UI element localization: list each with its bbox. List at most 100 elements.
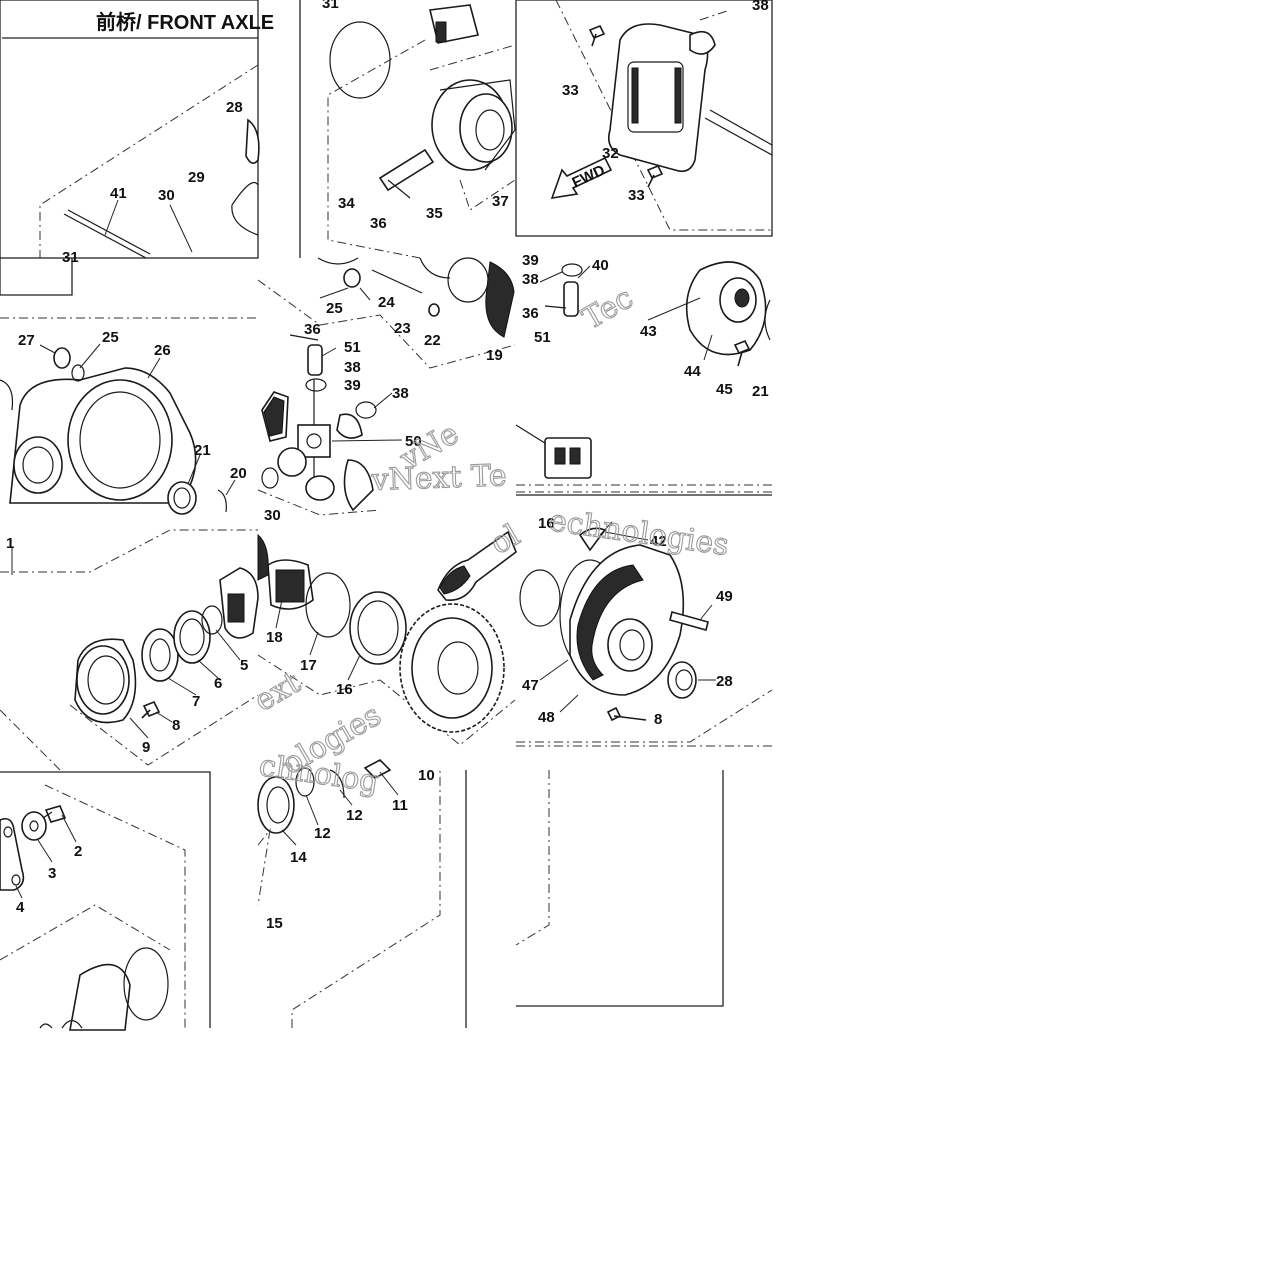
callout-16: 16 bbox=[336, 681, 353, 698]
diagram-title: 前桥/ FRONT AXLE bbox=[96, 10, 274, 34]
callout-36: 36 bbox=[370, 215, 387, 232]
fwd-arrow-icon: FWD bbox=[550, 156, 613, 200]
callout-45: 45 bbox=[716, 381, 733, 398]
callout-48: 48 bbox=[538, 709, 555, 726]
tile-top-right: FWD 38 33 32 33 bbox=[515, 0, 773, 237]
stud-49 bbox=[669, 611, 709, 631]
callout-16: 16 bbox=[538, 515, 555, 532]
watermark-text: vNext Te bbox=[370, 458, 507, 498]
circlip-20 bbox=[217, 489, 227, 513]
callout-4: 4 bbox=[16, 899, 25, 916]
seal-ring-28 bbox=[245, 118, 260, 164]
callout-10: 10 bbox=[418, 767, 435, 784]
callout-30: 30 bbox=[264, 507, 281, 524]
callout-35: 35 bbox=[426, 205, 443, 222]
callout-25: 25 bbox=[326, 300, 343, 317]
callout-25: 25 bbox=[102, 329, 119, 346]
callout-3: 3 bbox=[48, 865, 56, 882]
o-ring-31 bbox=[329, 21, 391, 99]
callout-28: 28 bbox=[226, 99, 243, 116]
side-gear bbox=[277, 447, 307, 477]
callout-1: 1 bbox=[6, 535, 14, 552]
callout-27: 27 bbox=[18, 332, 35, 349]
callout-17: 17 bbox=[300, 657, 317, 674]
tile-middle-right: 39 38 40 36 51 43 44 45 21 bbox=[515, 252, 772, 493]
clip-11 bbox=[363, 759, 392, 779]
callout-39: 39 bbox=[344, 377, 361, 394]
callout-28: 28 bbox=[716, 673, 733, 690]
callout-26: 26 bbox=[154, 342, 171, 359]
callout-38: 38 bbox=[392, 385, 409, 402]
pin-51 bbox=[307, 344, 323, 376]
callout-43: 43 bbox=[640, 323, 657, 340]
spider-block-50 bbox=[297, 424, 331, 458]
callout-42: 42 bbox=[650, 533, 667, 550]
callout-50: 50 bbox=[405, 433, 422, 450]
callout-36: 36 bbox=[522, 305, 539, 322]
callout-20: 20 bbox=[230, 465, 247, 482]
callout-18: 18 bbox=[266, 629, 283, 646]
oil-seal-21 bbox=[167, 481, 197, 515]
bolt-45 bbox=[733, 339, 751, 367]
callout-47: 47 bbox=[522, 677, 539, 694]
callout-44: 44 bbox=[684, 363, 701, 380]
callout-33: 33 bbox=[562, 82, 579, 99]
callout-38: 38 bbox=[522, 271, 539, 288]
tile-ring-gear: 18 17 16 10 11 12 12 14 15 bbox=[257, 530, 517, 1028]
pin-34 bbox=[378, 148, 435, 192]
callout-12: 12 bbox=[314, 825, 331, 842]
callout-8: 8 bbox=[654, 711, 662, 728]
tile-bearings: 1 5 6 7 8 9 bbox=[0, 529, 259, 771]
callout-29: 29 bbox=[188, 169, 205, 186]
callout-31: 31 bbox=[62, 249, 79, 266]
gear-19 bbox=[485, 261, 515, 338]
housing-cover-32 bbox=[607, 23, 709, 173]
pin-51-right bbox=[563, 281, 579, 317]
tile-frame bbox=[0, 0, 259, 259]
side-gear-right bbox=[343, 459, 374, 512]
callout-21: 21 bbox=[752, 383, 769, 400]
callout-37: 37 bbox=[492, 193, 509, 210]
callout-39: 39 bbox=[522, 252, 539, 269]
bearing-7 bbox=[141, 628, 179, 682]
callout-32: 32 bbox=[602, 145, 619, 162]
circlip-5 bbox=[201, 605, 223, 635]
circlip-29 bbox=[231, 181, 259, 236]
callout-21: 21 bbox=[194, 442, 211, 459]
callout-7: 7 bbox=[192, 693, 200, 710]
callout-31: 31 bbox=[322, 0, 339, 12]
gasket-cover bbox=[69, 963, 131, 1031]
o-ring-17 bbox=[305, 572, 351, 638]
seal-28 bbox=[667, 661, 697, 699]
callout-8: 8 bbox=[172, 717, 180, 734]
callout-5: 5 bbox=[240, 657, 248, 674]
shim-12 bbox=[295, 767, 315, 797]
callout-30: 30 bbox=[158, 187, 175, 204]
callout-22: 22 bbox=[424, 332, 441, 349]
callout-11: 11 bbox=[392, 797, 408, 814]
callout-41: 41 bbox=[110, 185, 127, 202]
callout-40: 40 bbox=[592, 257, 609, 274]
callout-2: 2 bbox=[74, 843, 82, 860]
watermark-text: ext bbox=[249, 665, 307, 719]
washer-3 bbox=[21, 811, 47, 841]
tile-bottom-right bbox=[515, 770, 724, 1007]
tile-bottom-left: 2 3 4 bbox=[0, 771, 211, 1031]
plug-24 bbox=[343, 268, 361, 288]
tile-housing: 27 25 26 21 20 bbox=[0, 317, 258, 515]
watermark-text: Tec bbox=[577, 280, 640, 336]
callout-9: 9 bbox=[142, 739, 150, 756]
callout-38: 38 bbox=[752, 0, 769, 14]
bearing-16 bbox=[349, 591, 407, 665]
connector-plug-icon bbox=[515, 424, 592, 479]
tile-title-panel: 前桥/ FRONT AXLE 28 29 30 41 bbox=[0, 0, 274, 259]
callout-23: 23 bbox=[394, 320, 411, 337]
callout-36: 36 bbox=[304, 321, 321, 338]
callout-24: 24 bbox=[378, 294, 395, 311]
callout-15: 15 bbox=[266, 915, 283, 932]
callout-12: 12 bbox=[346, 807, 363, 824]
tile-differential: 25 24 23 22 19 36 51 38 39 38 50 30 bbox=[257, 257, 516, 524]
callout-38: 38 bbox=[344, 359, 361, 376]
callout-19: 19 bbox=[486, 347, 503, 364]
